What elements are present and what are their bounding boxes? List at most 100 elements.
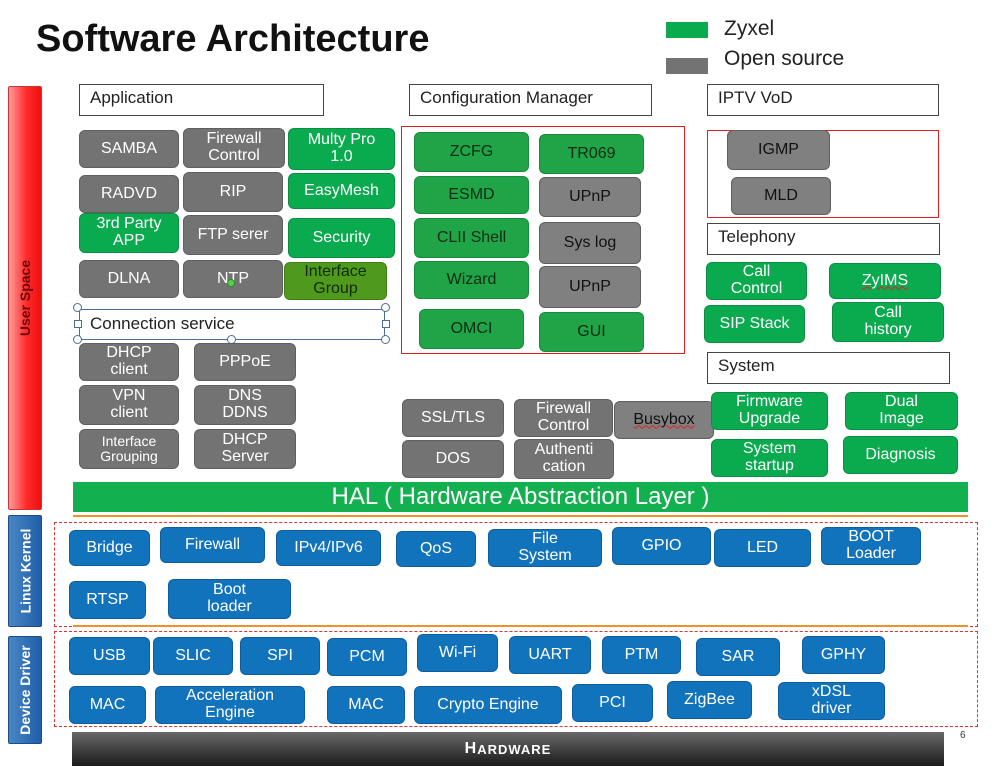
box-busybox-text: Busybox <box>633 410 695 428</box>
box-ptm: PTM <box>602 636 681 674</box>
header-application: Application <box>79 84 324 116</box>
box-wifi: Wi-Fi <box>417 634 498 672</box>
selection-handle-tl[interactable] <box>73 303 82 312</box>
box-ntp: NTP <box>183 260 283 298</box>
box-mac-2: MAC <box>327 686 405 724</box>
box-firmware-upgrade: Firmware Upgrade <box>711 392 828 430</box>
box-pcm: PCM <box>327 638 407 676</box>
box-samba: SAMBA <box>79 130 179 168</box>
box-zigbee: ZigBee <box>667 681 752 719</box>
legend-zyxel-label: Zyxel <box>724 17 775 40</box>
box-led: LED <box>714 529 811 567</box>
header-system: System <box>707 352 950 384</box>
box-crypto-engine: Crypto Engine <box>414 686 562 724</box>
box-zyims: ZyIMS <box>829 263 941 299</box>
box-rtsp: RTSP <box>69 581 146 619</box>
box-easymesh: EasyMesh <box>288 173 395 209</box>
box-qos: QoS <box>396 531 476 567</box>
box-acceleration-engine: Acceleration Engine <box>155 686 305 724</box>
box-dhcp-server: DHCP Server <box>194 429 296 469</box>
box-upnp-2: UPnP <box>539 266 641 308</box>
box-xdsl-driver: xDSL driver <box>778 682 885 720</box>
box-call-history: Call history <box>832 302 944 342</box>
rotate-handle[interactable] <box>227 279 235 287</box>
header-configuration-manager: Configuration Manager <box>409 84 652 116</box>
box-radvd: RADVD <box>79 175 179 213</box>
driver-dashed-frame <box>54 631 978 727</box>
hal-bar: HAL ( Hardware Abstraction Layer ) <box>73 482 968 512</box>
box-boot-loader-caps: BOOT Loader <box>821 527 921 565</box>
box-diagnosis: Diagnosis <box>843 436 958 474</box>
box-dual-image: Dual Image <box>845 392 958 430</box>
box-file-system: File System <box>488 529 602 567</box>
selection-handle-mr[interactable] <box>382 320 390 328</box>
box-ftp-server: FTP serer <box>183 215 283 255</box>
box-gui: GUI <box>539 312 644 352</box>
box-slic: SLIC <box>153 637 233 675</box>
box-omci: OMCI <box>419 309 524 349</box>
selection-handle-br[interactable] <box>381 335 390 344</box>
box-3rd-party-app: 3rd Party APP <box>79 213 179 253</box>
box-clii-shell: CLII Shell <box>414 218 529 258</box>
header-telephony: Telephony <box>707 223 940 255</box>
box-firewall-control-mid: Firewall Control <box>514 399 613 437</box>
box-dos: DOS <box>402 440 504 478</box>
box-zcfg: ZCFG <box>414 132 529 172</box>
box-dlna: DLNA <box>79 260 179 298</box>
selection-handle-ml[interactable] <box>74 320 82 328</box>
box-ipv4-ipv6: IPv4/IPv6 <box>276 530 381 566</box>
box-spi: SPI <box>240 637 320 675</box>
box-interface-group: Interface Group <box>284 262 387 300</box>
box-esmd: ESMD <box>414 176 529 214</box>
box-uart: UART <box>509 636 591 674</box>
box-firewall-kernel: Firewall <box>160 527 265 563</box>
selection-handle-bl[interactable] <box>73 335 82 344</box>
box-mld: MLD <box>731 177 831 215</box>
box-mac-1: MAC <box>69 686 146 724</box>
selection-handle-tr[interactable] <box>381 303 390 312</box>
box-igmp: IGMP <box>727 130 830 170</box>
box-multy-pro: Multy Pro 1.0 <box>288 128 395 170</box>
box-wizard: Wizard <box>414 261 529 299</box>
side-label-device-driver: Device Driver <box>8 636 42 744</box>
box-rip: RIP <box>183 172 283 212</box>
orange-divider-bottom <box>73 625 968 627</box>
page-title: Software Architecture <box>36 18 430 60</box>
box-call-control: Call Control <box>706 262 807 300</box>
side-label-user-space: User Space <box>8 86 42 510</box>
box-dhcp-client: DHCP client <box>79 343 179 381</box>
page-number: 6 <box>960 730 966 741</box>
legend-zyxel-swatch <box>666 22 708 38</box>
box-vpn-client: VPN client <box>79 385 179 425</box>
hardware-label-first: H <box>464 740 478 757</box>
hardware-label-rest: ARDWARE <box>477 741 552 757</box>
box-security: Security <box>288 218 395 258</box>
box-busybox: Busybox <box>614 401 714 439</box>
box-pci: PCI <box>572 684 653 722</box>
box-interface-grouping: Interface Grouping <box>79 429 179 469</box>
box-gphy: GPHY <box>802 636 885 674</box>
box-sar: SAR <box>696 638 780 676</box>
box-tr069: TR069 <box>539 134 644 174</box>
box-sip-stack: SIP Stack <box>704 305 805 343</box>
orange-divider-top <box>73 515 968 517</box>
box-bridge: Bridge <box>69 530 150 566</box>
box-authentication: Authenti cation <box>514 439 614 479</box>
side-label-linux-kernel: Linux Kernel <box>8 515 42 627</box>
box-upnp-1: UPnP <box>539 177 641 217</box>
box-usb: USB <box>69 637 150 675</box>
box-pppoe: PPPoE <box>194 343 296 381</box>
box-boot-loader: Boot loader <box>168 579 291 619</box>
box-3rd-party-app-text: 3rd Party APP <box>96 215 162 249</box>
box-syslog: Sys log <box>539 222 641 264</box>
header-iptv-vod: IPTV VoD <box>707 84 939 116</box>
legend-open-source-swatch <box>666 58 708 74</box>
box-gpio: GPIO <box>612 527 711 565</box>
box-zyims-text: ZyIMS <box>861 271 909 289</box>
legend-open-source-label: Open source <box>724 47 845 70</box>
box-dns-ddns: DNS DDNS <box>194 385 296 425</box>
box-ssl-tls: SSL/TLS <box>402 399 504 437</box>
config-manager-frame <box>401 126 685 354</box>
box-system-startup: System startup <box>711 439 828 477</box>
